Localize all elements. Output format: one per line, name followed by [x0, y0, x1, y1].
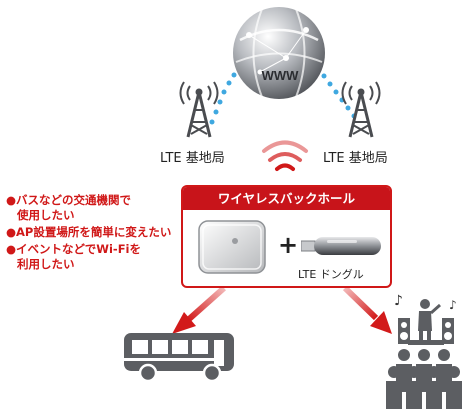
globe-label: WWW	[262, 68, 300, 83]
svg-text:♪: ♪	[449, 298, 457, 312]
globe-icon	[233, 7, 325, 99]
use-case-item-cont: 利用したい	[17, 257, 75, 271]
tower-label-left: LTE 基地局	[160, 151, 225, 166]
use-case-item: ●バスなどの交通機関で	[6, 193, 132, 207]
wireless-backhaul-box: ワイヤレスバックホール + LTE ドングル	[181, 185, 392, 288]
use-case-item: ●AP設置場所を簡単に変えたい	[6, 225, 172, 239]
event-crowd-icon: ♪ ♪	[386, 293, 462, 409]
dotted-link-right	[321, 73, 357, 119]
lte-dongle-icon	[301, 237, 381, 255]
use-case-list: ●バスなどの交通機関で 使用したい ●AP設置場所を簡単に変えたい ●イベントな…	[6, 193, 191, 274]
lte-tower-icon	[341, 81, 381, 138]
box-title: ワイヤレスバックホール	[183, 187, 390, 210]
use-case-item: ●イベントなどでWi-Fiを	[6, 242, 142, 256]
dotted-link-left	[209, 72, 237, 125]
svg-text:♪: ♪	[394, 293, 403, 309]
lte-tower-icon	[179, 81, 219, 138]
bus-icon	[124, 333, 234, 383]
wireless-signal-icon	[262, 140, 308, 171]
dongle-label: LTE ドングル	[298, 268, 364, 281]
tower-label-right: LTE 基地局	[323, 151, 388, 166]
arrow-to-bus	[172, 285, 226, 334]
use-case-item-cont: 使用したい	[17, 208, 75, 222]
plus-sign: +	[278, 231, 299, 259]
access-point-icon	[198, 220, 266, 274]
arrow-to-event	[342, 285, 392, 334]
